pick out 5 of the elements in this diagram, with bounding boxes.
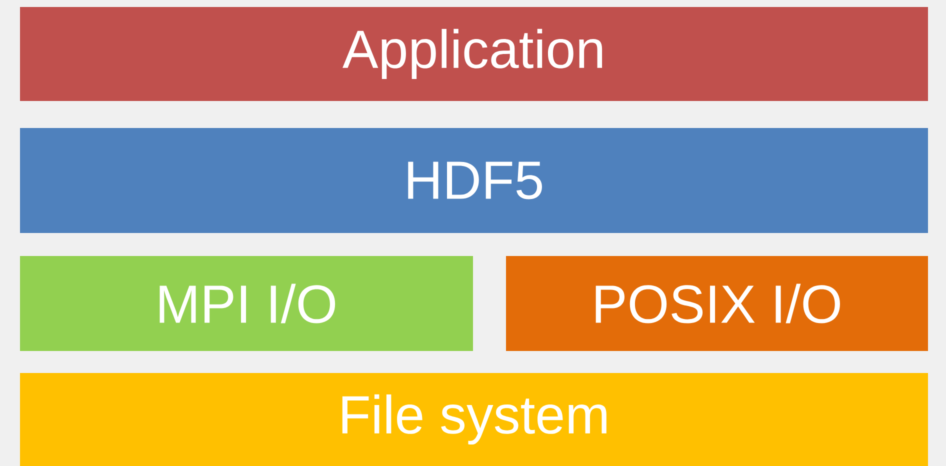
- layer-box: Application: [20, 7, 928, 101]
- layer-box: File system: [20, 373, 928, 466]
- layer-box: POSIX I/O: [506, 256, 928, 351]
- layer-box: MPI I/O: [20, 256, 473, 351]
- layer-box: HDF5: [20, 128, 928, 233]
